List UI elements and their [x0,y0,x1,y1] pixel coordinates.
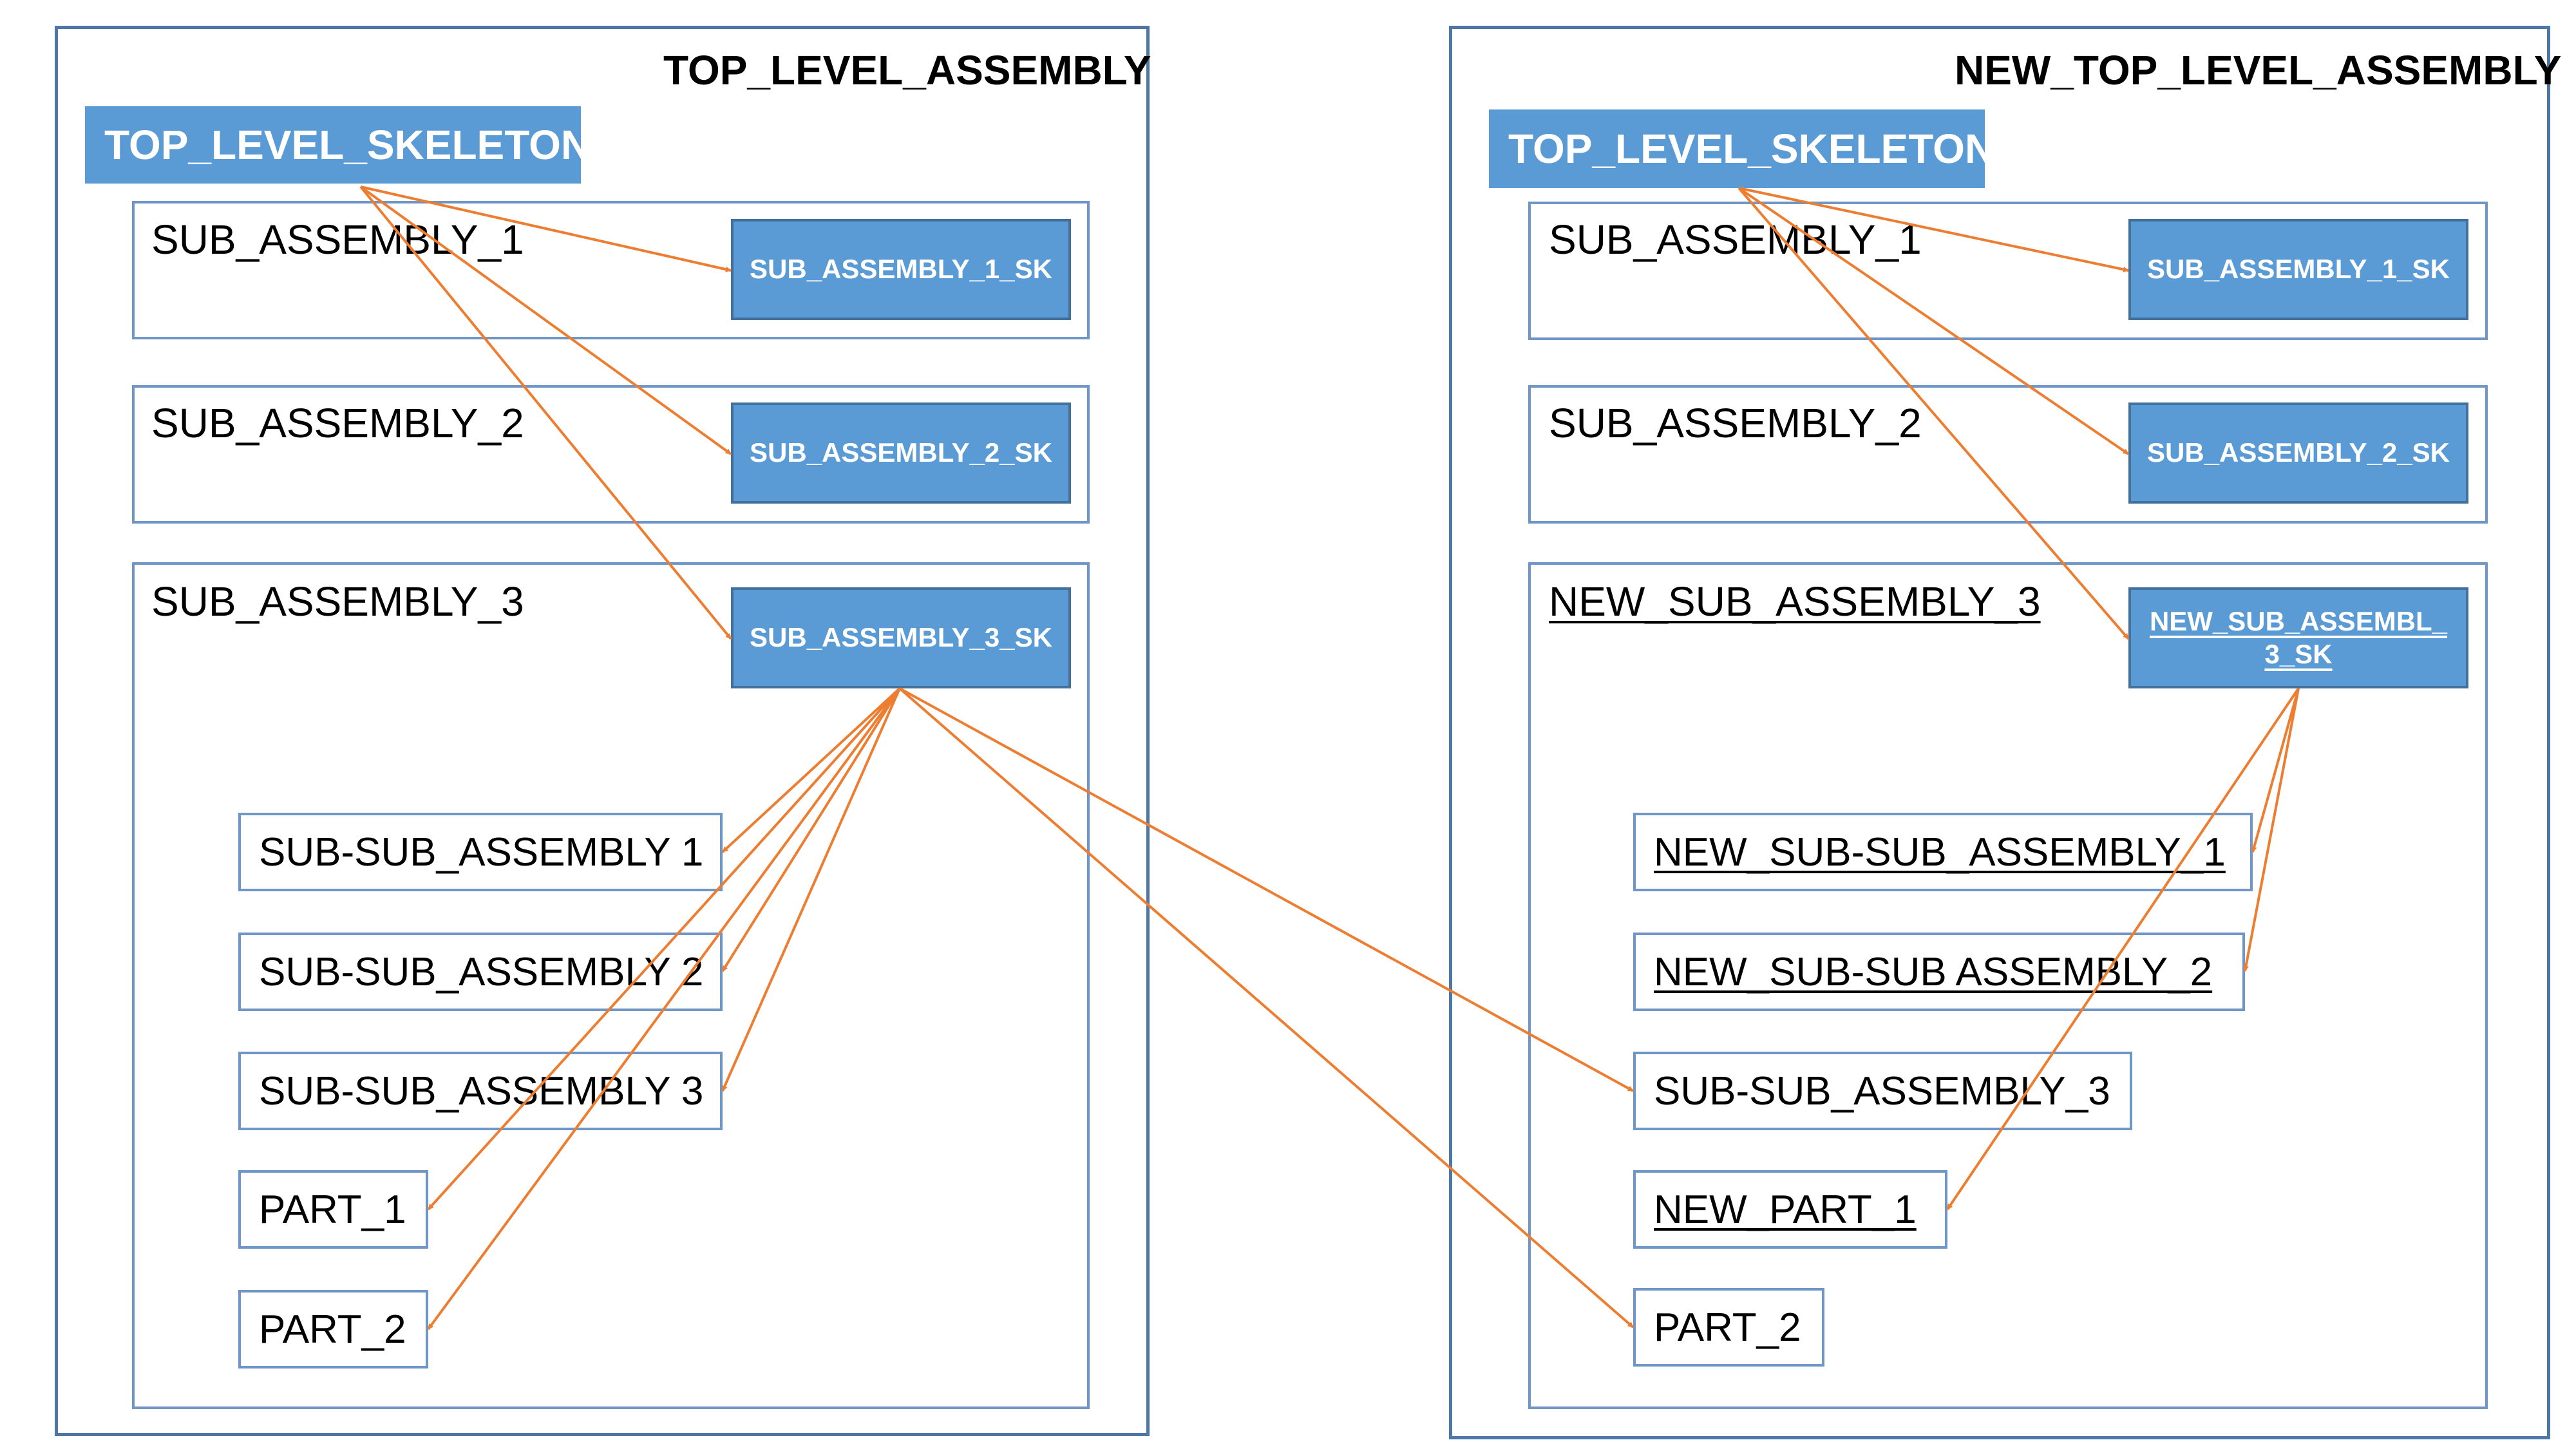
arrow-sub3-sk-to-part2 [427,687,901,1331]
right-sub-assembly-2-label: SUB_ASSEMBLY_2 [1549,400,1922,446]
arrow-sub3-sk-to-part1 [427,687,901,1211]
arrow-right-top-to-sub1-sk [1738,187,2129,272]
top-level-assembly-title: TOP_LEVEL_ASSEMBLY [663,47,1151,93]
arrow-new-sub3-sk-to-new-ssa2 [2243,688,2300,972]
new-sub-assembly-3-skeleton: NEW_SUB_ASSEMBL_ 3_SK [2128,587,2468,688]
arrow-sub3-sk-to-right-part2 [898,687,1634,1329]
arrow-sub3-sk-to-right-ssa3 [899,687,1634,1092]
arrow-new-sub3-sk-to-new-part1 [1946,687,2300,1211]
right-part-2: PART_2 [1633,1288,1824,1367]
arrow-sub3-sk-to-ssa2 [721,687,901,972]
left-sub-sub-assembly-1: SUB-SUB_ASSEMBLY 1 [238,813,723,891]
arrow-right-top-to-sub2-sk [1738,187,2130,455]
sub-assembly-3-label: SUB_ASSEMBLY_3 [151,578,524,625]
right-sub-assembly-1-label: SUB_ASSEMBLY_1 [1549,216,1922,263]
arrow-sub3-sk-to-ssa3 [721,688,901,1092]
new-part-1: NEW_PART_1 [1633,1170,1947,1249]
arrow-top-to-sub2-sk [359,185,732,455]
sub-assembly-3-skeleton: SUB_ASSEMBLY_3_SK [731,587,1071,688]
new-sub-sub-assembly-1: NEW_SUB-SUB_ASSEMBLY_1 [1633,813,2253,891]
top-level-skeleton: TOP_LEVEL_SKELETON [85,106,591,184]
new-top-level-assembly-title: NEW_TOP_LEVEL_ASSEMBLY [1955,47,2562,93]
right-sub-sub-assembly-3: SUB-SUB_ASSEMBLY_3 [1633,1052,2132,1130]
left-part-1: PART_1 [238,1170,428,1249]
arrow-right-top-to-new-sub3-sk [1738,187,2130,640]
arrow-sub3-sk-to-ssa1 [721,687,901,853]
left-sub-sub-assembly-2: SUB-SUB_ASSEMBLY 2 [238,933,723,1011]
right-sub-assembly-1-skeleton: SUB_ASSEMBLY_1_SK [2128,219,2468,320]
new-sub-assembly-3-label: NEW_SUB_ASSEMBLY_3 [1549,578,2041,625]
sub-assembly-2-skeleton: SUB_ASSEMBLY_2_SK [731,402,1071,504]
sub-assembly-1-skeleton: SUB_ASSEMBLY_1_SK [731,219,1071,320]
new-sub-sub-assembly-2: NEW_SUB-SUB ASSEMBLY_2 [1633,933,2245,1011]
arrow-new-sub3-sk-to-new-ssa1 [2251,688,2300,853]
arrow-top-to-sub3-sk [359,185,732,640]
new-sub-assembly-3-skeleton-line1: NEW_SUB_ASSEMBL_ [2149,606,2448,637]
new-sub-assembly-3-skeleton-line2: 3_SK [2264,638,2333,669]
right-sub-assembly-2-skeleton: SUB_ASSEMBLY_2_SK [2128,402,2468,504]
left-part-2: PART_2 [238,1290,428,1368]
arrow-top-to-sub1-sk [360,185,732,272]
sub-assembly-2-label: SUB_ASSEMBLY_2 [151,400,524,446]
sub-assembly-1-label: SUB_ASSEMBLY_1 [151,216,524,263]
right-top-level-skeleton: TOP_LEVEL_SKELETON [1489,109,1994,188]
left-sub-sub-assembly-3: SUB-SUB_ASSEMBLY 3 [238,1052,723,1130]
